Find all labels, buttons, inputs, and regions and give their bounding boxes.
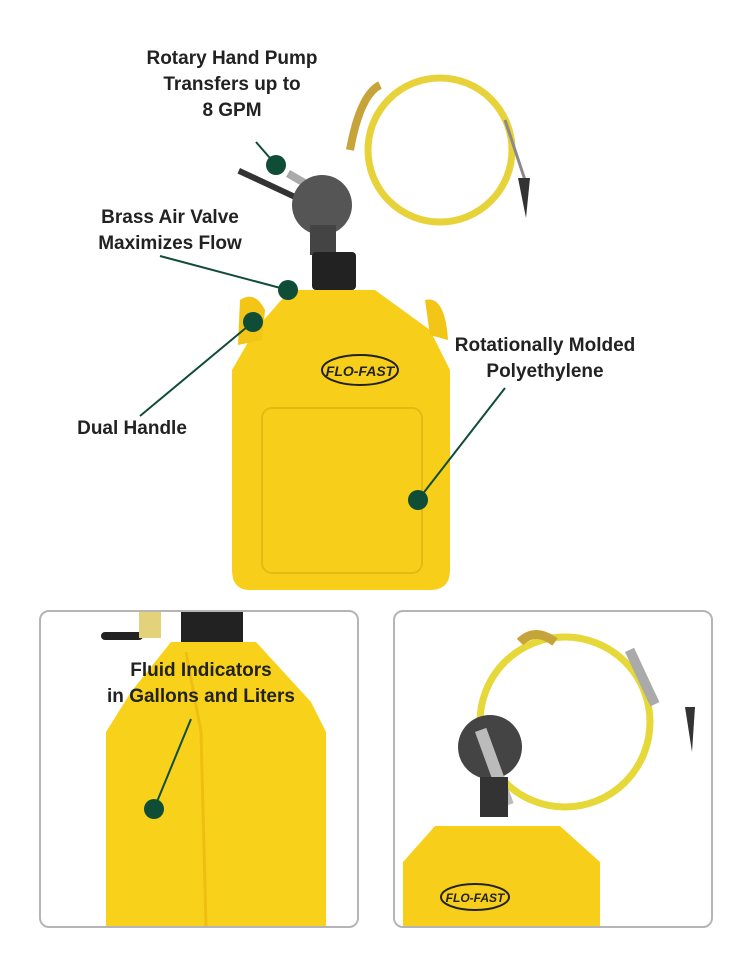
- indicator-callout-line: [153, 718, 192, 810]
- jug-closeup: [106, 642, 326, 926]
- indicator-callout-dot: [144, 799, 164, 819]
- closeup-logo: [440, 883, 510, 911]
- valve-callout-line2: Maximizes Flow: [98, 233, 242, 254]
- indicator-callout-line1: Fluid Indicators: [130, 660, 272, 681]
- pump-callout-line1: Rotary Hand Pump: [146, 48, 318, 69]
- pump-callout-dot: [266, 155, 286, 175]
- hose-spring: [346, 81, 383, 151]
- hose-wire: [503, 119, 527, 181]
- material-callout-dot: [408, 490, 428, 510]
- hose-spring: [516, 630, 558, 646]
- pump-callout-line3: 8 GPM: [202, 100, 262, 121]
- jug-handle-right: [425, 299, 448, 340]
- pump-body: [310, 225, 336, 255]
- valve-callout-line: [159, 255, 289, 291]
- material-callout-line: [417, 387, 506, 501]
- jug-side-panel: [261, 407, 423, 574]
- logo-text: FLO-FAST: [326, 363, 396, 379]
- pump-closeup-illustration: FLO-FAST: [403, 630, 695, 926]
- hose: [364, 74, 516, 226]
- closeup-logo-text: FLO-FAST: [446, 891, 506, 905]
- cap: [312, 252, 356, 290]
- pump-callout-line2: Transfers up to: [163, 74, 301, 95]
- cap: [181, 612, 243, 642]
- handle-callout: Dual Handle: [77, 418, 187, 439]
- pump-crank-arm: [139, 612, 161, 638]
- handle-callout-line: [139, 321, 254, 417]
- flo-fast-logo: [321, 354, 399, 386]
- pump-body: [480, 777, 508, 817]
- jug: [232, 290, 450, 590]
- indicator-callout: Fluid Indicators in Gallons and Liters: [81, 658, 321, 710]
- pump-callout: Rotary Hand Pump Transfers up to 8 GPM: [120, 46, 344, 124]
- valve-callout: Brass Air Valve Maximizes Flow: [70, 205, 270, 257]
- valve-callout-line1: Brass Air Valve: [101, 207, 239, 228]
- pump-handle-grip: [101, 632, 143, 640]
- valve-callout-dot: [278, 280, 298, 300]
- material-callout-line2: Polyethylene: [486, 361, 604, 382]
- main-product-illustration: FLO-FAST: [139, 74, 530, 590]
- handle-callout-dot: [243, 312, 263, 332]
- nozzle: [685, 707, 695, 752]
- material-callout: Rotationally Molded Polyethylene: [432, 333, 658, 385]
- fluid-indicator-panel: Fluid Indicators in Gallons and Liters: [39, 610, 359, 928]
- pump-handle: [237, 167, 304, 204]
- jug-molding-ridge: [184, 651, 208, 926]
- pump-closeup-panel: FLO-FAST: [393, 610, 713, 928]
- material-callout-line1: Rotationally Molded: [454, 335, 636, 356]
- jug-closeup-illustration: [101, 612, 326, 926]
- nozzle: [518, 178, 530, 218]
- jug-top: [403, 826, 600, 926]
- indicator-callout-line2: in Gallons and Liters: [107, 686, 295, 707]
- pump-head: [292, 175, 352, 235]
- nozzle-grip: [625, 647, 660, 707]
